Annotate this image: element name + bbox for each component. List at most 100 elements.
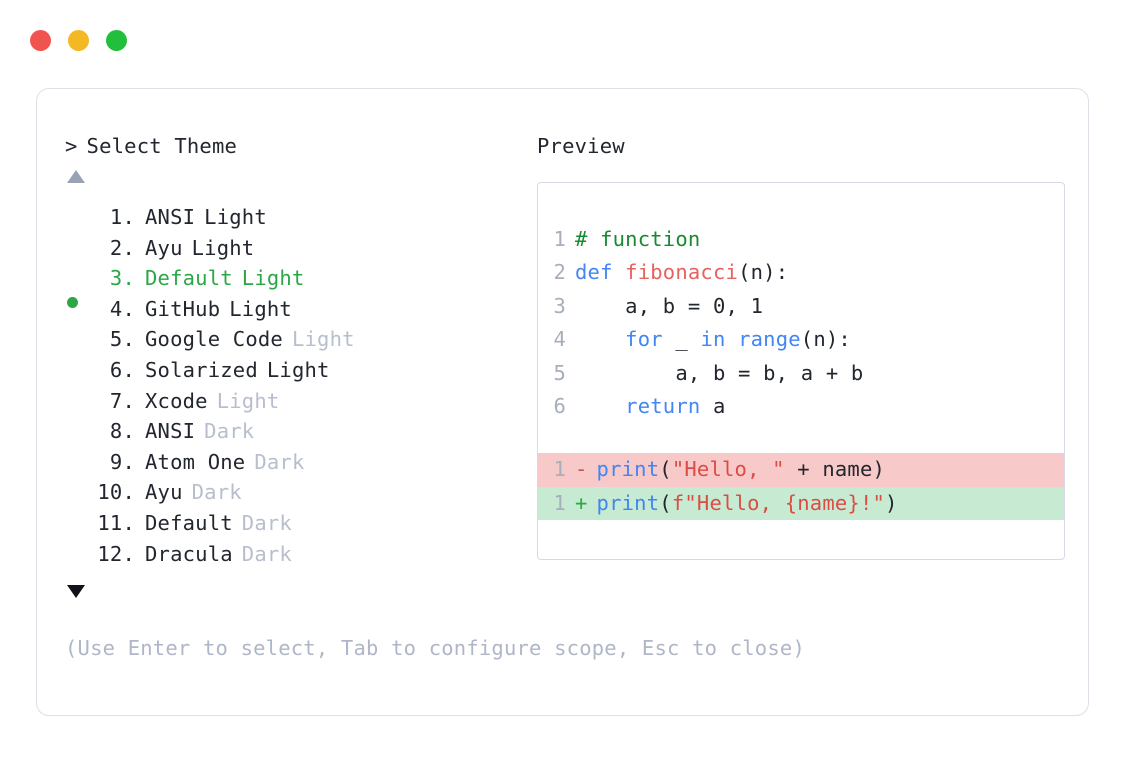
theme-index: 8.: [109, 419, 135, 444]
code-line: 5 a, b = b, a + b: [538, 357, 1064, 390]
code-token: _: [675, 327, 701, 352]
theme-index: 4.: [109, 296, 135, 321]
theme-name: Ayu: [145, 480, 183, 505]
code-token: a, b = 0, 1: [575, 293, 764, 318]
theme-variant: Dark: [241, 541, 292, 566]
theme-index: 2.: [109, 235, 135, 260]
theme-variant: Dark: [191, 480, 242, 505]
theme-list-item[interactable]: 9. Atom One Dark: [65, 447, 535, 478]
theme-list-item[interactable]: 4. GitHub Light: [65, 294, 535, 325]
theme-list-item[interactable]: 5. Google Code Light: [65, 324, 535, 355]
theme-name: Dracula: [145, 541, 233, 566]
theme-index: 10.: [97, 480, 135, 505]
theme-index: 1.: [109, 205, 135, 229]
code-token: (n):: [738, 260, 789, 285]
code-line: 6 return a: [538, 390, 1064, 423]
code-token: fibonacci: [625, 260, 739, 285]
diff-sign: +: [575, 490, 588, 515]
theme-list-item[interactable]: 12. Dracula Dark: [65, 539, 535, 570]
theme-list-item[interactable]: 11. Default Dark: [65, 508, 535, 539]
theme-name: Atom One: [145, 449, 246, 474]
code-token: [575, 327, 625, 351]
code-token: (: [659, 490, 672, 515]
code-token: print: [596, 457, 660, 482]
scroll-up-arrow-icon[interactable]: [67, 170, 85, 183]
theme-variant: Light: [291, 327, 355, 352]
code-token: (n):: [800, 327, 851, 352]
close-button[interactable]: [30, 30, 51, 51]
theme-list-item[interactable]: 1. ANSI Light: [65, 202, 535, 233]
theme-variant: Dark: [241, 510, 292, 535]
diff-sign: -: [575, 457, 588, 482]
page-title: Select Theme: [86, 134, 238, 158]
code-token: a: [712, 394, 726, 419]
theme-name: Default: [145, 510, 233, 535]
line-number: 1: [553, 457, 566, 482]
code-line: 1# function: [538, 223, 1064, 256]
theme-index: 11.: [97, 510, 135, 535]
code-spacer: [538, 423, 1064, 453]
line-number: 4: [553, 327, 566, 352]
maximize-button[interactable]: [106, 30, 127, 51]
theme-name: Solarized: [145, 357, 258, 382]
code-line: 4 for _ in range(n):: [538, 323, 1064, 356]
theme-name: Default: [145, 266, 233, 291]
code-token: print: [596, 490, 660, 515]
theme-name: ANSI: [145, 419, 196, 444]
code-token: for: [625, 327, 676, 352]
theme-name: Google Code: [145, 327, 283, 352]
diff-block: 1-print("Hello, " + name)1+print(f"Hello…: [538, 453, 1064, 521]
diff-added-line: 1+print(f"Hello, {name}!"): [538, 486, 1064, 521]
code-token: return: [625, 394, 713, 419]
code-token: def: [575, 260, 626, 285]
theme-variant: Light: [229, 296, 292, 321]
line-number: 6: [553, 394, 566, 419]
scroll-down-row[interactable]: [65, 585, 535, 607]
theme-name: GitHub: [145, 296, 221, 321]
theme-index: 7.: [109, 388, 135, 413]
code-token: ): [885, 490, 898, 515]
theme-name: ANSI: [145, 205, 196, 229]
line-number: 1: [553, 490, 566, 515]
theme-index: 3.: [109, 266, 135, 291]
code-token: "Hello, ": [671, 457, 785, 482]
theme-index: 6.: [109, 357, 135, 382]
theme-variant: Dark: [254, 449, 305, 474]
theme-list-item[interactable]: 10. Ayu Dark: [65, 477, 535, 508]
window-titlebar: [30, 30, 127, 51]
code-token: in: [700, 327, 739, 352]
scroll-down-arrow-icon[interactable]: [67, 585, 85, 599]
theme-variant: Light: [216, 388, 280, 413]
theme-index: 9.: [109, 449, 135, 474]
prompt-marker: >: [65, 134, 78, 158]
theme-variant: Dark: [204, 419, 255, 444]
line-number: 1: [553, 227, 566, 251]
theme-name: Ayu: [145, 235, 183, 260]
theme-list-item[interactable]: 8. ANSI Dark: [65, 416, 535, 447]
code-line: 3 a, b = 0, 1: [538, 290, 1064, 323]
scroll-up-row[interactable]: [65, 170, 535, 192]
theme-variant: Light: [204, 205, 267, 229]
line-number: 2: [553, 260, 566, 285]
prompt-header: > Select Theme: [65, 132, 535, 160]
code-token: [575, 394, 625, 418]
diff-removed-line: 1-print("Hello, " + name): [538, 453, 1064, 487]
code-line: 2 def fibonacci(n):: [538, 256, 1064, 289]
theme-index: 12.: [97, 541, 135, 566]
line-number: 5: [553, 360, 566, 385]
minimize-button[interactable]: [68, 30, 89, 51]
theme-index: 5.: [109, 327, 135, 352]
code-token: a, b = b, a + b: [575, 360, 864, 385]
keyboard-hint: (Use Enter to select, Tab to configure s…: [65, 636, 805, 660]
preview-heading: Preview: [537, 134, 625, 158]
